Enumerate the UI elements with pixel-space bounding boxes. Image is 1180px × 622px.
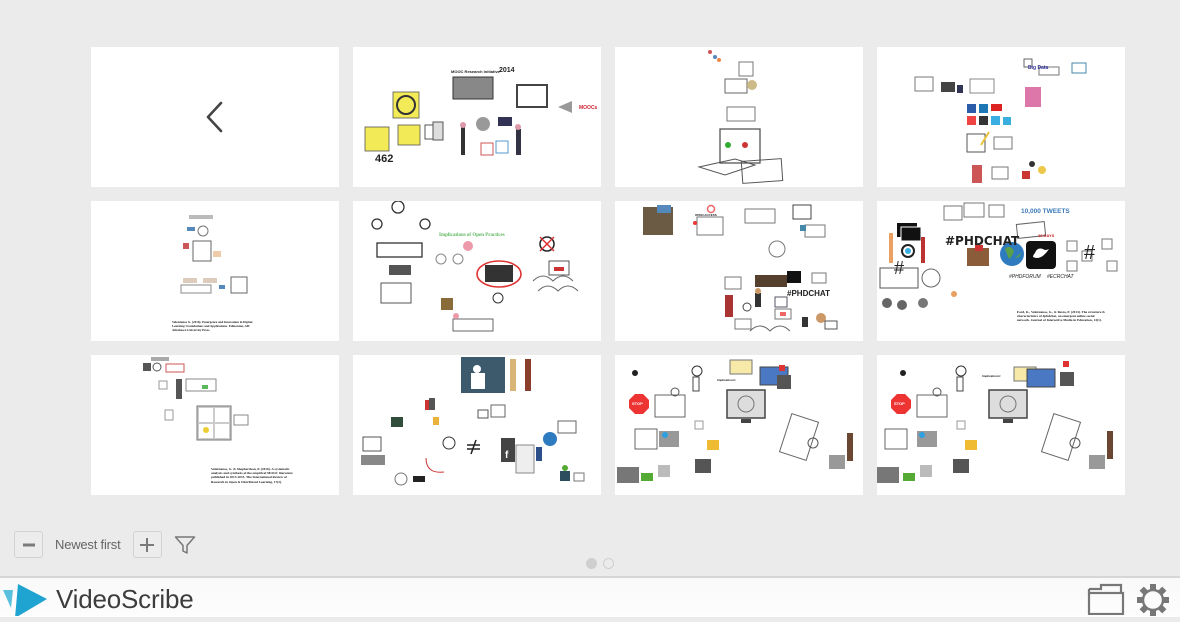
thumb-citation: Veletsianos, G. & Shepherdson, P. (2016)… [211,467,293,484]
project-thumbnail[interactable]: Big Data [877,47,1125,187]
page-dot-2[interactable] [603,558,614,569]
thumb-text: MOOCs [579,105,598,111]
scribe-preview-image [180,215,248,294]
page-dot-1[interactable] [586,558,597,569]
thumb-text: MOOC Research Initiative [451,69,500,74]
scribe-preview-image [879,202,1118,310]
scribe-preview-image [617,359,853,483]
folder-icon [1087,583,1125,616]
videoscribe-logo: VideoScribe [2,582,194,616]
scribe-preview-image [371,201,579,332]
filter-button[interactable] [173,533,197,557]
sort-order-label: Newest first [55,537,121,552]
settings-button[interactable] [1136,583,1170,622]
open-folder-button[interactable] [1087,583,1125,620]
scribe-preview-image [364,76,572,156]
thumb-text: 462 [375,153,394,165]
gear-icon [1137,584,1169,616]
thumb-text: Implications! [717,378,736,382]
thumb-text: STOP [632,401,643,406]
project-thumbnail[interactable]: 10,000 TWEETS #PHDCHAT 39 DAYS #PHDFORUM… [877,201,1125,341]
project-thumbnail[interactable]: f [353,355,601,495]
scribe-preview-image [914,58,1087,183]
project-thumbnail[interactable]: STOP Implications! [877,355,1125,495]
thumb-text: 39 DAYS [1038,233,1055,238]
sort-controls: Newest first [14,531,197,558]
project-thumbnail[interactable]: MOOC Research Initiative 2014 462 MOOCs [353,47,601,187]
project-gallery: MOOC Research Initiative 2014 462 MOOCs [14,47,1127,569]
project-thumbnail[interactable]: STOP Implications! [615,355,863,495]
thumb-text: 10,000 TWEETS [1021,208,1070,215]
pagination-dots [586,558,614,569]
project-thumbnail[interactable] [615,47,863,187]
minus-icon [22,543,35,546]
videoscribe-logo-icon [3,584,47,616]
app-name: VideoScribe [56,583,194,614]
hash-glyph: # [894,258,905,278]
thumb-citation: Ford, K., Veletsianos, G., & Resta, P. (… [1017,310,1105,323]
hash-glyph: # [1084,242,1096,264]
chevron-left-icon [206,101,223,133]
thumb-text: Big Data [1028,65,1049,71]
thumb-text: STOP [894,401,905,406]
scribe-preview-image [877,361,1113,483]
previous-page-card[interactable] [91,47,339,187]
scribe-preview-image [643,204,838,332]
thumb-text: OPEN ACCESS [695,213,717,217]
scribe-preview-image: f [361,357,585,486]
thumb-text: Implications of Open Practices [439,233,505,238]
project-thumbnail[interactable]: Veletsianos, G. & Shepherdson, P. (2016)… [91,355,339,495]
thumbnail-grid: MOOC Research Initiative 2014 462 MOOCs [91,47,1127,495]
thumb-text: #PHDFORUM [1009,274,1041,280]
thumb-text: #ECRCHAT [1047,274,1074,280]
thumb-citation: Veletsianos G. (2016). Emergence and Inn… [172,320,253,332]
decrease-sort-button[interactable] [14,531,43,558]
bottom-bar: VideoScribe [0,576,1180,617]
project-thumbnail[interactable]: OPEN ACCESS #PHDCHAT [615,201,863,341]
filter-icon [174,535,195,554]
thumb-text: 2014 [499,67,515,74]
scribe-preview-image [143,357,249,441]
project-thumbnail[interactable]: Veletsianos G. (2016). Emergence and Inn… [91,201,339,341]
thumb-text: #PHDCHAT [945,234,1020,248]
plus-icon [140,537,155,552]
increase-sort-button[interactable] [132,531,162,558]
project-thumbnail[interactable]: Implications of Open Practices [353,201,601,341]
svg-text:f: f [505,450,509,461]
thumb-text: #PHDCHAT [787,289,830,298]
scribe-preview-image [697,50,784,184]
thumb-text: Implications! [982,374,1001,378]
